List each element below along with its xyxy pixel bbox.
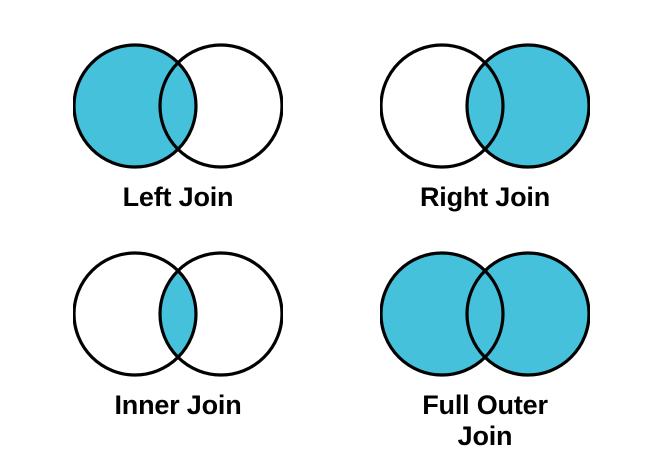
- left-circle-fill: [381, 253, 503, 375]
- right-circle-outline: [465, 251, 590, 377]
- diagram-cell-inner-join: Inner Join: [28, 248, 328, 421]
- right-circle-outline: [158, 43, 283, 169]
- diagram-label-left-join: Left Join: [122, 182, 234, 212]
- left-circle-outline: [73, 43, 198, 169]
- diagram-cell-full-outer-join: Full Outer Join: [335, 248, 635, 453]
- venn-diagram-left-join: [73, 43, 283, 169]
- right-circle-outline: [158, 251, 283, 377]
- left-circle-fill: [74, 45, 196, 167]
- diagram-cell-right-join: Right Join: [335, 40, 635, 213]
- right-circle-outline: [465, 43, 590, 169]
- venn-diagram-inner-join: [73, 251, 283, 377]
- venn-diagram-full-outer-join: [380, 251, 590, 377]
- left-circle-outline: [380, 43, 505, 169]
- left-circle-outline: [380, 251, 505, 377]
- right-circle-fill: [467, 45, 589, 167]
- right-circle-fill: [467, 253, 589, 375]
- venn-diagram-right-join: [380, 43, 590, 169]
- diagram-label-full-outer-join: Full Outer Join: [422, 390, 548, 452]
- diagram-label-right-join: Right Join: [420, 182, 550, 212]
- diagram-label-inner-join: Inner Join: [114, 390, 242, 420]
- left-circle-outline: [73, 251, 198, 377]
- diagram-cell-left-join: Left Join: [28, 40, 328, 213]
